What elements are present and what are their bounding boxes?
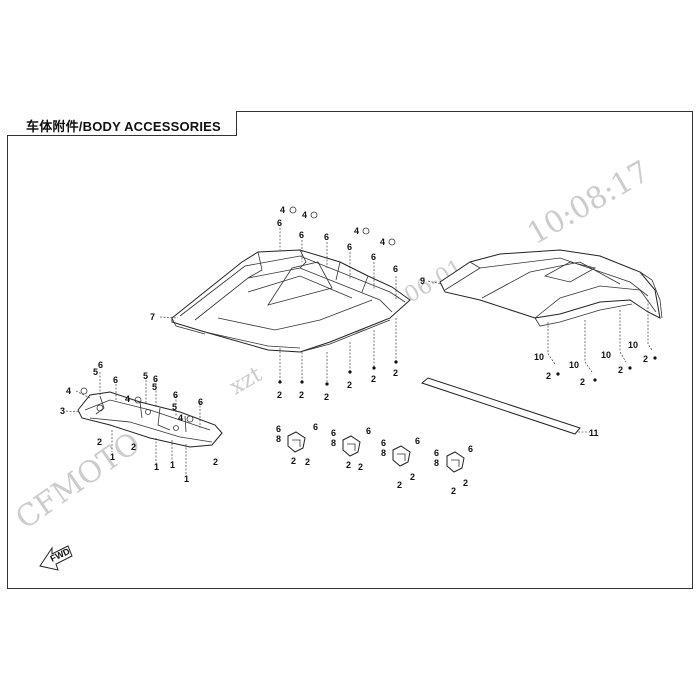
callout-10: 10 <box>601 350 611 360</box>
callout-2: 2 <box>299 390 304 400</box>
callout-2: 2 <box>347 380 352 390</box>
fwd-arrow: FWD <box>39 545 73 571</box>
callout-1: 1 <box>110 452 115 462</box>
callout-2: 2 <box>618 365 623 375</box>
callout-5: 5 <box>152 382 157 392</box>
callout-6: 6 <box>331 428 336 438</box>
watermark-time: 10:08:17 <box>522 154 656 252</box>
callout-4: 4 <box>66 386 71 396</box>
callout-5: 5 <box>93 367 98 377</box>
callout-8: 8 <box>276 434 281 444</box>
callout-6: 6 <box>173 390 178 400</box>
callout-6: 6 <box>277 218 282 228</box>
roof-panel <box>171 249 411 353</box>
watermark: CFMOTO xzt 2022-06-01 10:08:17 <box>10 154 656 536</box>
callout-6: 6 <box>198 397 203 407</box>
rear-roof-panel <box>439 249 663 327</box>
callout-2: 2 <box>546 371 551 381</box>
callout-2: 2 <box>643 354 648 364</box>
callout-10: 10 <box>569 360 579 370</box>
callout-10: 10 <box>534 352 544 362</box>
callout-6: 6 <box>371 252 376 262</box>
callout-2: 2 <box>410 472 415 482</box>
callout-5: 5 <box>172 402 177 412</box>
callout-6: 6 <box>299 230 304 240</box>
callout-2: 2 <box>463 478 468 488</box>
callout-1: 1 <box>154 462 159 472</box>
callout-2: 2 <box>213 457 218 467</box>
callout-4: 4 <box>125 394 130 404</box>
callout-8: 8 <box>331 438 336 448</box>
callout-2: 2 <box>451 486 456 496</box>
callout-6: 6 <box>381 438 386 448</box>
callout-2: 2 <box>358 462 363 472</box>
callout-2: 2 <box>97 437 102 447</box>
callout-1: 1 <box>184 474 189 484</box>
callout-6: 6 <box>393 264 398 274</box>
seal-strip <box>420 377 581 435</box>
callout-2: 2 <box>393 368 398 378</box>
callout-6: 6 <box>415 436 420 446</box>
callout-4: 4 <box>302 210 307 220</box>
callout-1: 1 <box>170 460 175 470</box>
callout-6: 6 <box>113 375 118 385</box>
callout-labels: 4 4 4 4 6 6 6 6 6 6 7 2 2 2 2 2 2 9 10 1… <box>60 205 648 496</box>
pin-markers <box>80 206 396 423</box>
callout-2: 2 <box>131 442 136 452</box>
leader-lines <box>65 228 653 476</box>
callout-2: 2 <box>277 390 282 400</box>
watermark-fragment: xzt <box>226 362 267 400</box>
callout-11: 11 <box>589 428 599 438</box>
callout-7: 7 <box>150 312 155 322</box>
title-box <box>7 111 237 136</box>
callout-2: 2 <box>305 457 310 467</box>
callout-4: 4 <box>178 413 183 423</box>
callout-6: 6 <box>98 360 103 370</box>
callout-8: 8 <box>381 448 386 458</box>
clip-3 <box>392 445 411 467</box>
callout-9: 9 <box>420 276 425 286</box>
page-title: 车体附件/BODY ACCESSORIES <box>26 119 221 134</box>
callout-6: 6 <box>347 242 352 252</box>
callout-4: 4 <box>380 237 385 247</box>
callout-10: 10 <box>628 340 638 350</box>
callout-2: 2 <box>397 480 402 490</box>
callout-6: 6 <box>313 422 318 432</box>
callout-5: 5 <box>143 371 148 381</box>
clip-1 <box>287 431 306 453</box>
callout-6: 6 <box>324 232 329 242</box>
callout-4: 4 <box>354 226 359 236</box>
callout-2: 2 <box>371 374 376 384</box>
clip-4 <box>446 451 465 473</box>
fastener-dots <box>278 356 657 386</box>
front-bracket <box>77 391 223 448</box>
diagram-frame <box>7 111 693 589</box>
callout-2: 2 <box>324 392 329 402</box>
callout-2: 2 <box>291 456 296 466</box>
callout-4: 4 <box>280 205 285 215</box>
watermark-brand: CFMOTO <box>10 425 148 536</box>
callout-6: 6 <box>434 448 439 458</box>
callout-2: 2 <box>580 377 585 387</box>
callout-3: 3 <box>60 406 65 416</box>
clip-2 <box>342 435 361 457</box>
callout-6: 6 <box>468 444 473 454</box>
callout-2: 2 <box>346 460 351 470</box>
callout-6: 6 <box>276 424 281 434</box>
callout-6: 6 <box>153 374 158 384</box>
callout-8: 8 <box>434 458 439 468</box>
callout-6: 6 <box>366 426 371 436</box>
